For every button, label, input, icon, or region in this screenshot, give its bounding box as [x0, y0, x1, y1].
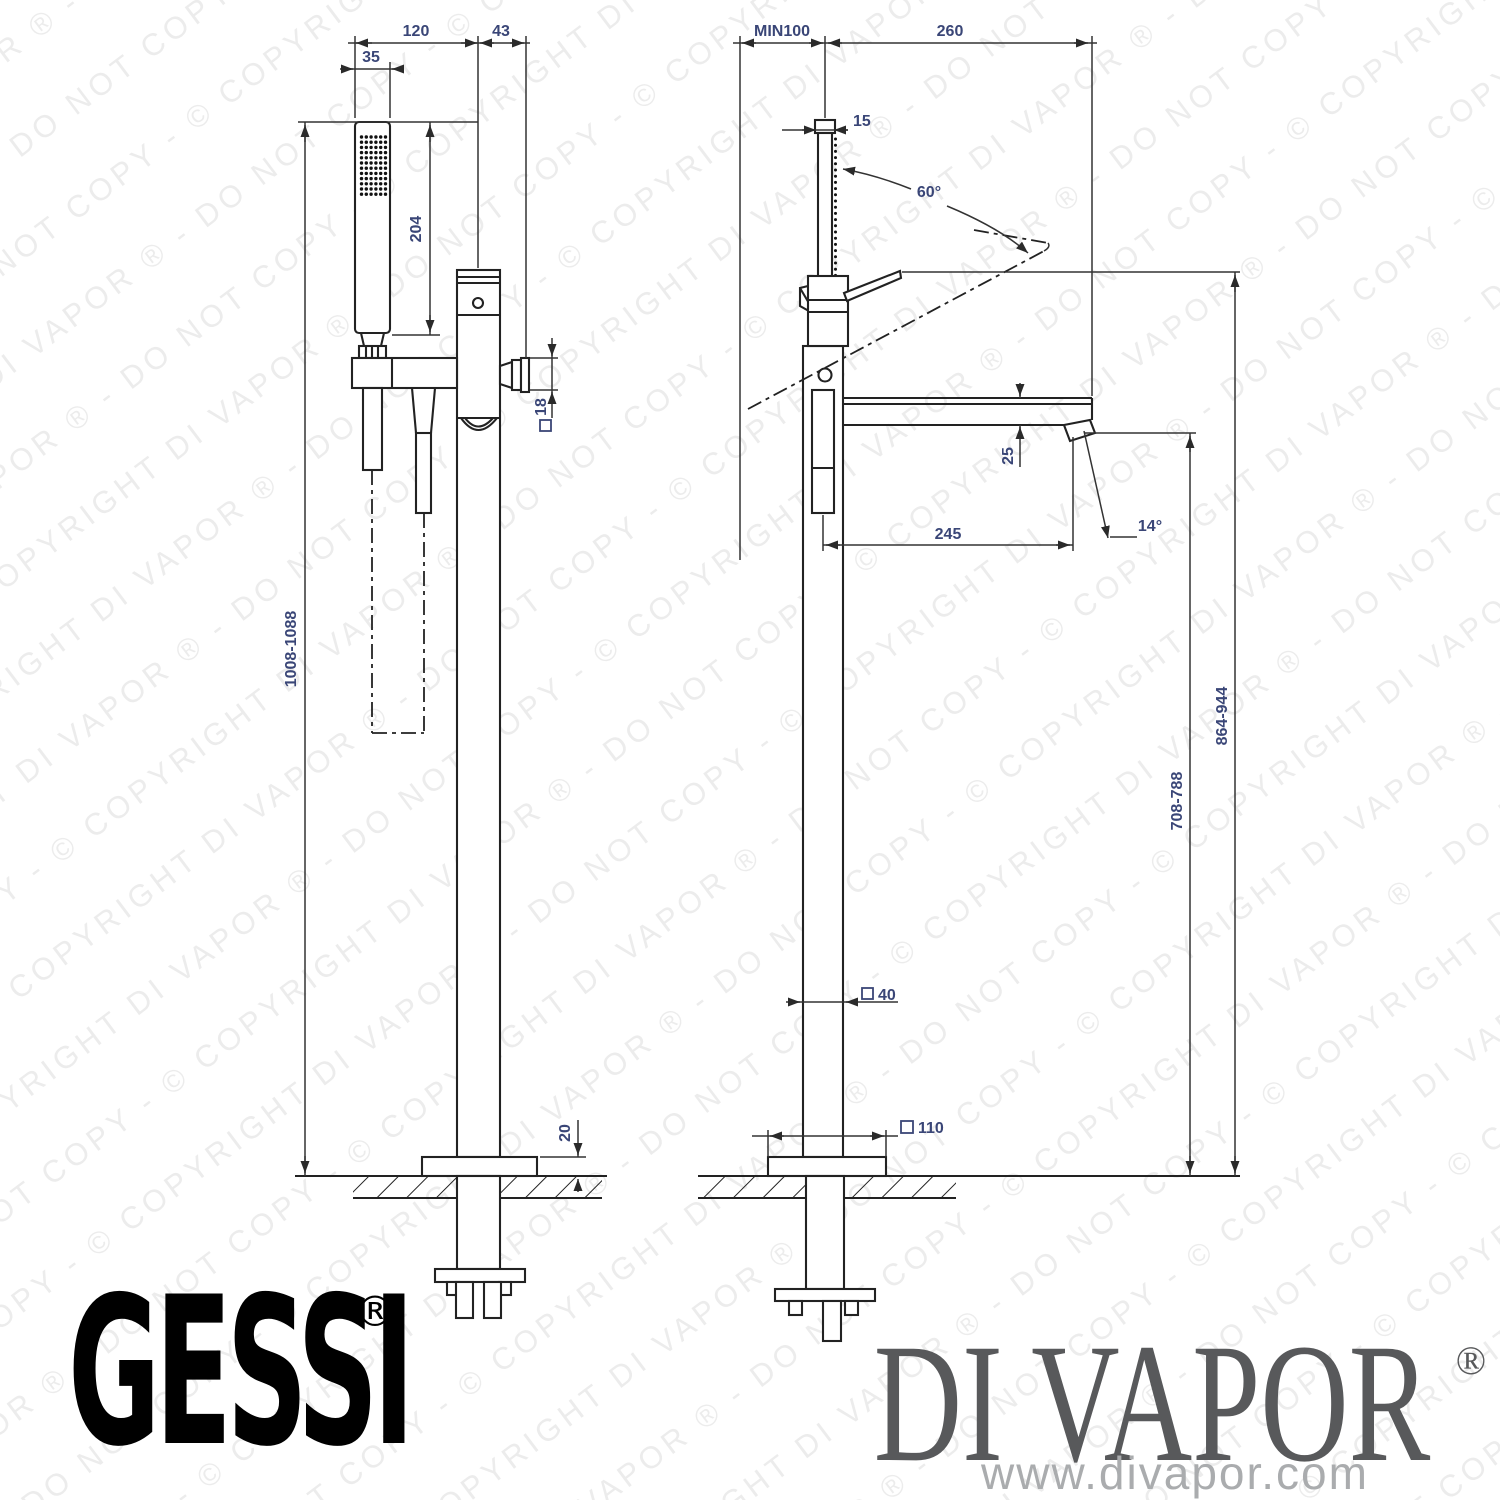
dim-25-label: 25	[1000, 447, 1017, 465]
dim-110-label: 110	[918, 1120, 944, 1137]
branding-footer: GESSI ® DI VAPOR ® www.divapor.com	[68, 1253, 1486, 1499]
side-view: MIN100 260 15 60° 25	[698, 23, 1240, 1343]
dim-1008-1088-label: 1008-1088	[283, 611, 300, 688]
divapor-registered-mark-icon: ®	[1456, 1338, 1486, 1383]
dim-min100-label: MIN100	[754, 23, 810, 40]
gessi-logo: GESSI	[68, 1253, 409, 1492]
square-section-symbol	[539, 419, 552, 432]
dim-40-label: 40	[878, 987, 896, 1004]
divapor-url: www.divapor.com	[980, 1447, 1369, 1499]
front-side-outlet	[498, 356, 531, 394]
lever-handle	[842, 269, 903, 303]
handset-swivel-position	[747, 229, 1050, 410]
dim-60deg-label: 60°	[917, 184, 941, 201]
spray-face-dots	[359, 135, 388, 196]
dim-708-788-label: 708-788	[1169, 772, 1186, 831]
dim-18-label: 18	[533, 398, 550, 416]
side-mixer-body	[798, 269, 903, 515]
side-base	[698, 1155, 1240, 1343]
dim-245-label: 245	[935, 526, 962, 543]
front-view: 120 43 35 204 1008-1088	[283, 23, 607, 1320]
dim-120-label: 120	[403, 23, 430, 40]
hose-centerline	[371, 470, 425, 734]
front-column	[455, 268, 502, 1159]
divapor-logo: DI VAPOR	[874, 1310, 1431, 1498]
dim-14deg-label: 14°	[1138, 518, 1162, 535]
dim-35-label: 35	[362, 49, 380, 66]
dim-864-944-label: 864-944	[1214, 687, 1231, 746]
front-hand-shower	[353, 120, 392, 360]
front-base	[295, 1155, 607, 1320]
square-section-symbol	[900, 1120, 914, 1134]
side-spout	[843, 396, 1097, 443]
front-dimensions: 120 43 35 204 1008-1088	[283, 23, 586, 1192]
dim-43-label: 43	[492, 23, 510, 40]
spout-nozzle	[1062, 418, 1097, 443]
gessi-registered-mark-icon: ®	[354, 1287, 396, 1336]
side-dimensions: MIN100 260 15 60° 25	[733, 23, 1240, 1176]
dim-20-label: 20	[557, 1124, 574, 1142]
dim-204-label: 204	[408, 216, 425, 243]
square-section-symbol	[861, 987, 874, 1000]
front-shower-holder	[350, 356, 459, 734]
dim-15-label: 15	[853, 113, 871, 130]
dim-260-label: 260	[937, 23, 964, 40]
